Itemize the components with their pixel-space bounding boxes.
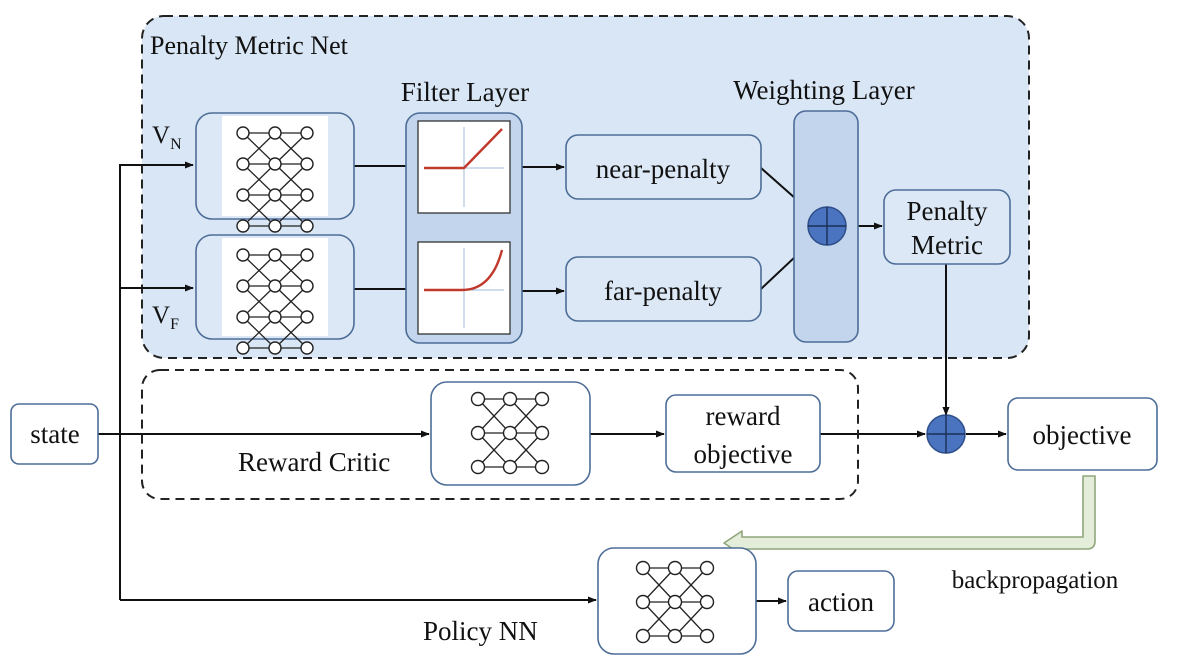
penalty-metric-node: Penalty Metric	[883, 189, 1011, 265]
trunk-to-vn-network-edge	[119, 161, 194, 600]
state-label: state	[30, 419, 79, 449]
penalty-metric-label-line1: Penalty	[907, 196, 988, 226]
policy-nn-label: Policy NN	[423, 616, 538, 646]
near-penalty-label: near-penalty	[596, 154, 731, 184]
reward-objective-label-line1: reward	[706, 401, 781, 431]
filter-layer-node	[405, 112, 523, 344]
vn-label: VN	[152, 122, 182, 153]
vf-label: VF	[152, 302, 179, 333]
vf-subscript: F	[170, 316, 179, 333]
action-label: action	[808, 587, 874, 617]
backpropagation-arrow	[723, 475, 1096, 556]
reward-objective-label-line2: objective	[694, 439, 793, 469]
reward-critic-network-node	[430, 381, 591, 486]
far-penalty-node: far-penalty	[565, 256, 762, 322]
far-penalty-label: far-penalty	[604, 276, 722, 306]
filter-layer-label: Filter Layer	[401, 77, 529, 107]
near-penalty-node: near-penalty	[565, 134, 762, 200]
neural-network-icon	[470, 391, 550, 475]
weighting-layer-label: Weighting Layer	[733, 75, 915, 105]
reward-objective-node: reward objective	[665, 394, 821, 473]
penalty-metric-label-line2: Metric	[911, 230, 983, 260]
backpropagation-label: backpropagation	[952, 567, 1119, 594]
reward-critic-label: Reward Critic	[238, 447, 390, 477]
policy-nn-node	[597, 547, 757, 655]
vf-network-node	[195, 234, 355, 355]
neural-network-icon	[635, 560, 715, 644]
objective-sum-icon	[926, 414, 966, 454]
objective-node: objective	[1007, 397, 1158, 471]
objective-label: objective	[1033, 420, 1132, 450]
weighting-sum-icon	[807, 206, 847, 246]
penalty-metric-net-title: Penalty Metric Net	[150, 31, 349, 60]
vn-network-node	[195, 112, 355, 233]
reward-critic-region	[141, 369, 859, 500]
state-node: state	[10, 403, 99, 465]
action-node: action	[787, 570, 895, 632]
edges	[98, 161, 1007, 605]
vn-subscript: N	[170, 136, 182, 153]
weighting-layer-node	[793, 110, 859, 343]
